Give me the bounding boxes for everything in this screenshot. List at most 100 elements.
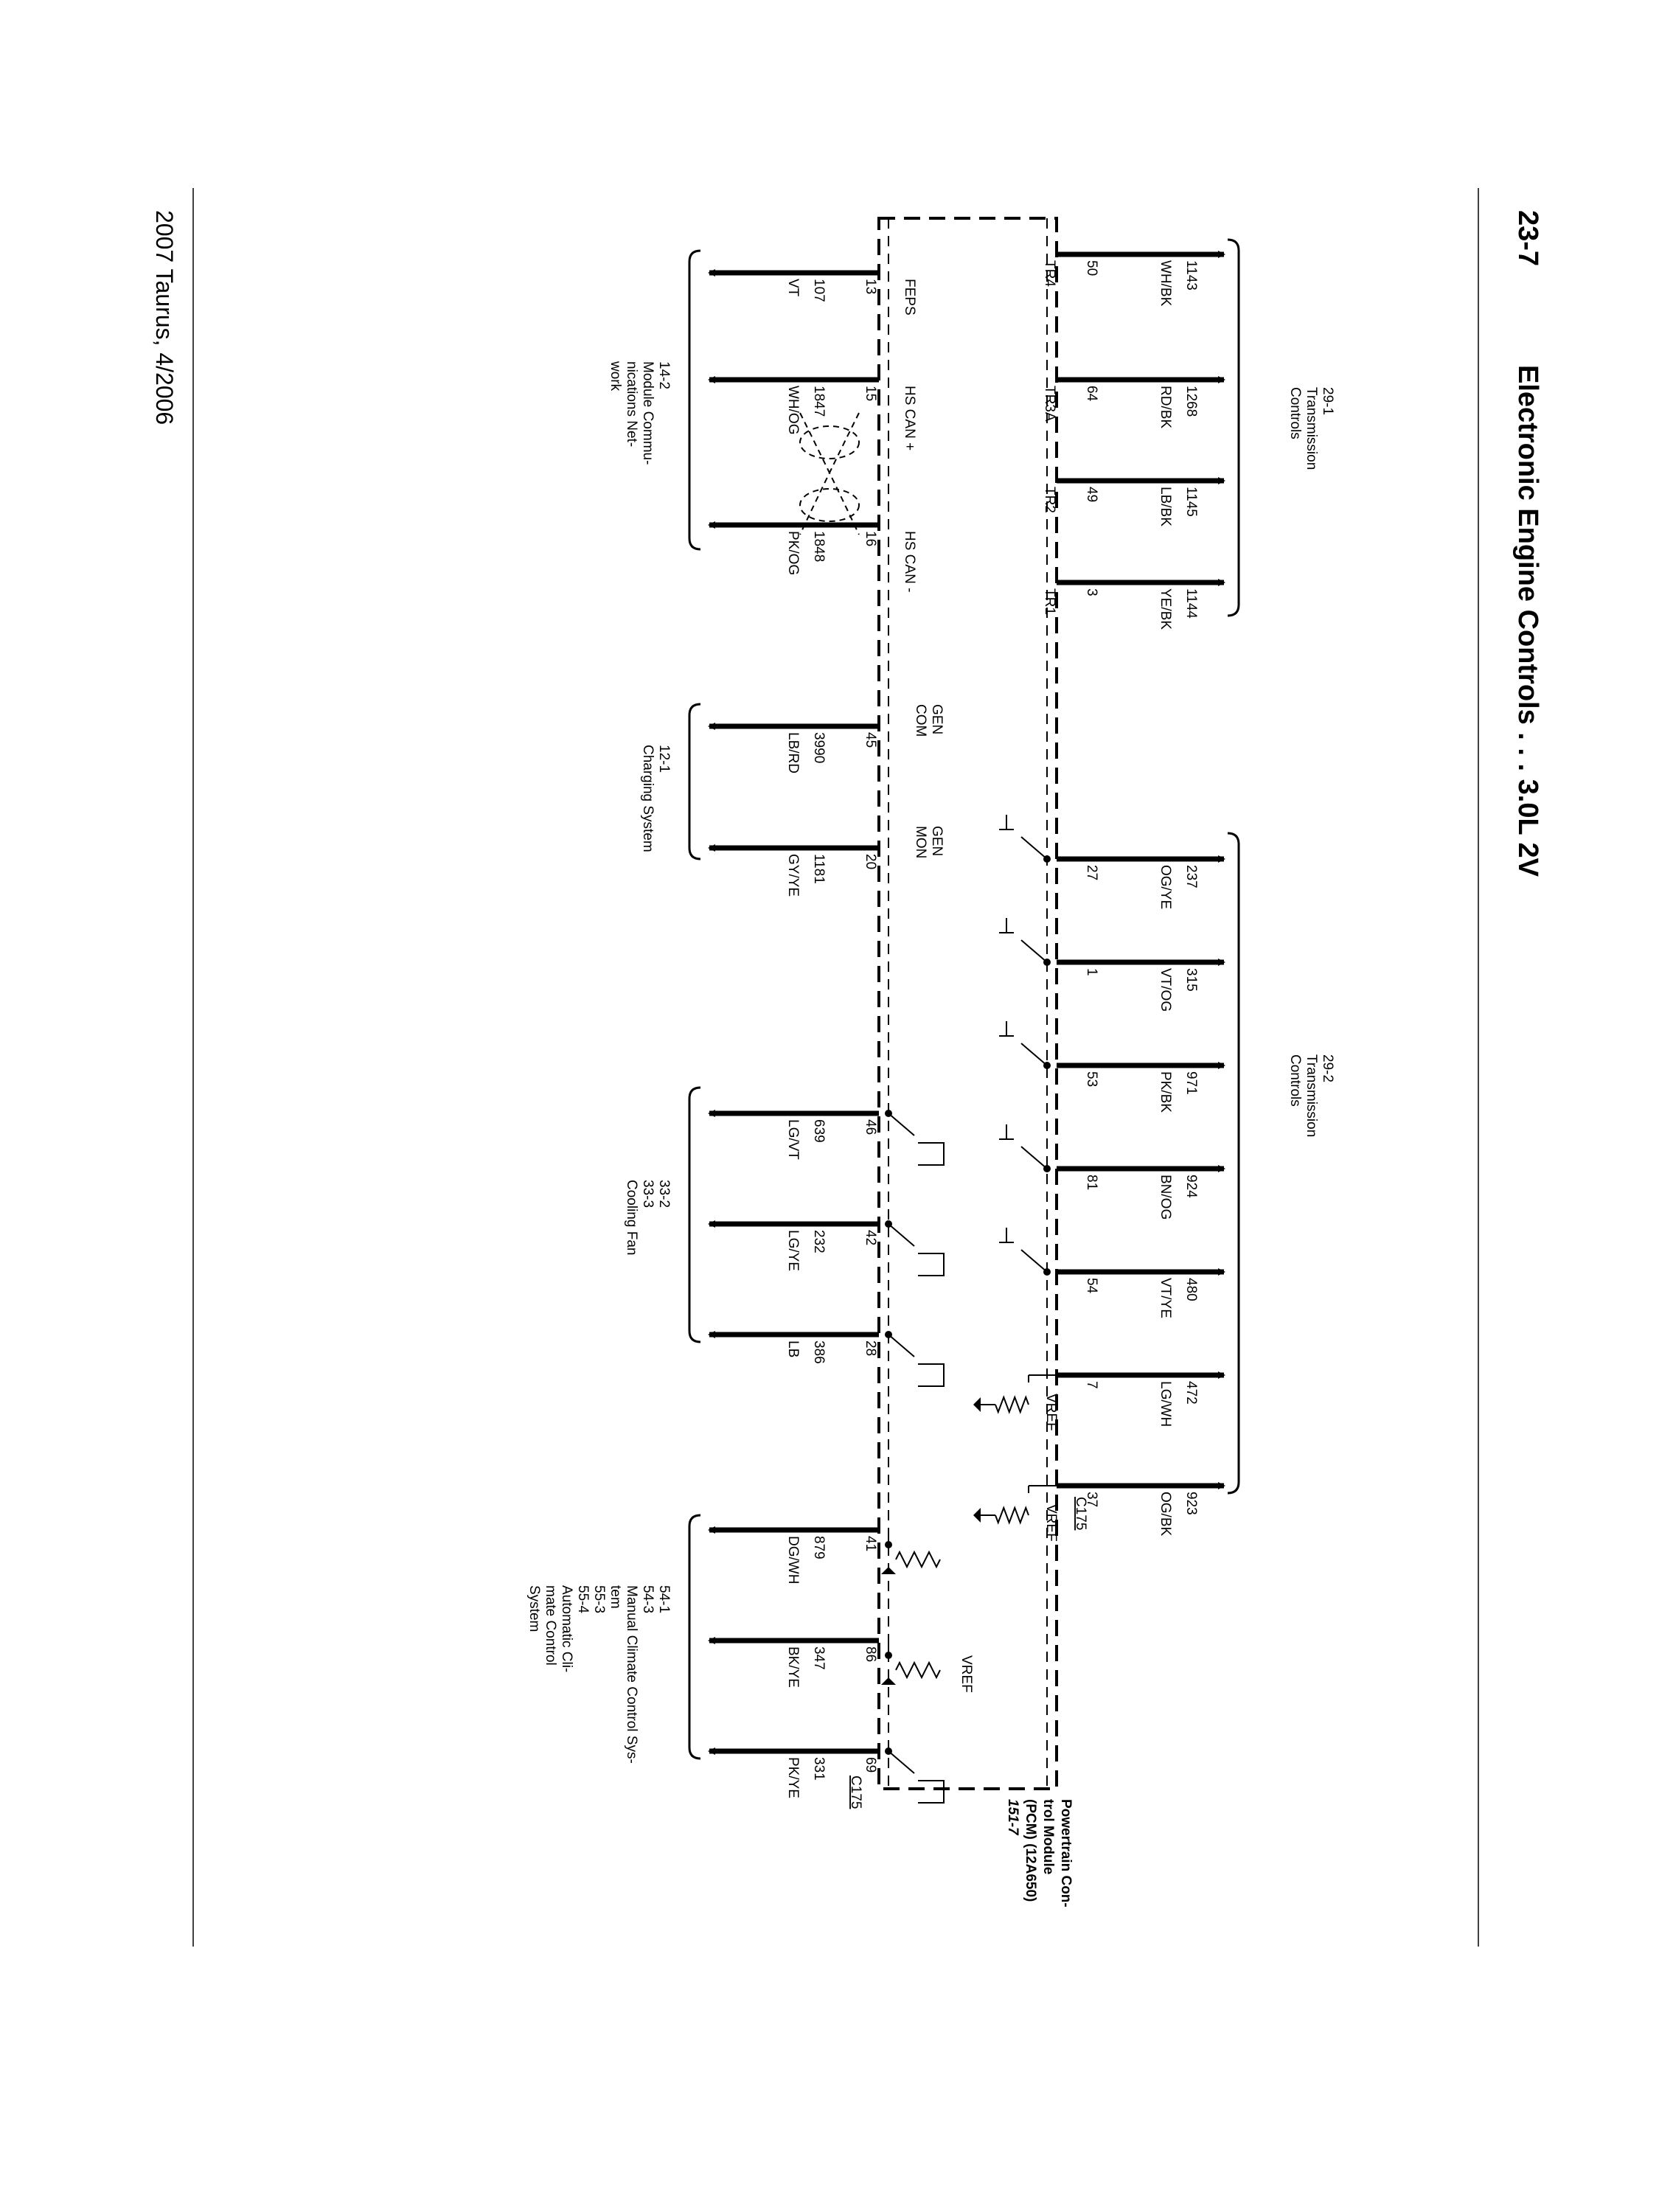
wire-circuit-number: 331 bbox=[811, 1757, 827, 1781]
vref-label: VREF bbox=[959, 1655, 974, 1693]
pin-number: 20 bbox=[863, 854, 878, 869]
pin-signal-label: TR3A bbox=[1042, 386, 1057, 422]
wire-color-code: BN/OG bbox=[1158, 1175, 1173, 1220]
wire-color-code: VT/YE bbox=[1158, 1278, 1173, 1318]
pin-number: 1 bbox=[1084, 968, 1099, 976]
wire-circuit-number: 386 bbox=[811, 1340, 827, 1364]
wire-circuit-number: 1143 bbox=[1183, 260, 1199, 291]
wire-circuit-number: 971 bbox=[1183, 1071, 1199, 1095]
pin-number: 86 bbox=[863, 1646, 878, 1662]
pin-number: 41 bbox=[863, 1536, 878, 1551]
wire-color-code: GY/YE bbox=[785, 854, 801, 897]
pcm-module-box bbox=[877, 217, 1058, 1790]
bottom-group-ref: 54-3 bbox=[640, 1585, 655, 1613]
wire-circuit-number: 923 bbox=[1183, 1492, 1199, 1515]
wire-circuit-number: 1848 bbox=[811, 531, 827, 562]
switch-arm-icon bbox=[1020, 836, 1048, 860]
pin-number: 53 bbox=[1084, 1071, 1099, 1087]
bottom-group-ref: 33-3 bbox=[640, 1180, 655, 1208]
switch-arm-icon bbox=[1020, 1043, 1048, 1066]
wire-color-code: YE/BK bbox=[1158, 588, 1173, 630]
pin-number: 50 bbox=[1084, 260, 1099, 276]
wire-color-code: PK/YE bbox=[785, 1757, 801, 1798]
switch-arm-icon bbox=[1020, 939, 1048, 963]
ground-icon bbox=[973, 1397, 981, 1412]
top-group-ref: Transmission bbox=[1304, 387, 1319, 470]
bottom-group-bracket-1 bbox=[688, 249, 701, 551]
wire-color-code: DG/WH bbox=[785, 1536, 801, 1584]
pin-number: 42 bbox=[863, 1230, 878, 1245]
pin-signal-label: TR1 bbox=[1042, 588, 1057, 615]
pin-number: 46 bbox=[863, 1119, 878, 1135]
top-group-ref: Transmission bbox=[1304, 1054, 1319, 1137]
bottom-group-ref: 33-2 bbox=[656, 1180, 672, 1208]
pin-number: 15 bbox=[863, 386, 878, 401]
pin-signal-label: MON bbox=[913, 826, 928, 858]
pin-number: 37 bbox=[1084, 1492, 1099, 1507]
junction-icon bbox=[885, 1652, 892, 1659]
wire-color-code: VT/OG bbox=[1158, 968, 1173, 1012]
vref-label: VREF bbox=[1043, 1504, 1059, 1542]
bottom-group-ref: mate Control bbox=[543, 1585, 558, 1666]
resistor-icon bbox=[995, 1395, 1029, 1414]
pin-signal-label: GEN bbox=[929, 826, 945, 856]
wire-color-code: BK/YE bbox=[785, 1646, 801, 1688]
top-group-ref: Controls bbox=[1287, 387, 1303, 439]
switch-arm-icon bbox=[888, 1750, 915, 1774]
bottom-group-ref: nications Net- bbox=[624, 361, 639, 447]
wire-color-code: LB/BK bbox=[1158, 487, 1173, 526]
wire-color-code: LG/VT bbox=[785, 1119, 801, 1160]
pin-signal-label: FEPS bbox=[902, 279, 917, 316]
wire-color-code: LG/WH bbox=[1158, 1381, 1173, 1427]
connector-label-top: C175 bbox=[1073, 1497, 1088, 1530]
switch-bracket-icon bbox=[918, 1142, 945, 1166]
wire-circuit-number: 1145 bbox=[1183, 487, 1199, 517]
ground-icon bbox=[881, 1677, 896, 1685]
bottom-group-bracket-2 bbox=[688, 703, 701, 860]
wire-color-code: WH/BK bbox=[1158, 260, 1173, 307]
bottom-group-ref: 14-2 bbox=[656, 361, 672, 389]
wire-color-code: OG/BK bbox=[1158, 1492, 1173, 1537]
wire-color-code: LB bbox=[785, 1340, 801, 1357]
pin-number: 49 bbox=[1084, 487, 1099, 502]
pin-number: 28 bbox=[863, 1340, 878, 1356]
bottom-group-ref: tem bbox=[608, 1585, 623, 1609]
bottom-group-ref: 54-1 bbox=[656, 1585, 672, 1613]
module-name-line: (PCM) (12A650) bbox=[1023, 1799, 1038, 1902]
pin-signal-label: TR2 bbox=[1042, 487, 1057, 513]
resistor-icon bbox=[995, 1506, 1029, 1525]
pin-number: 16 bbox=[863, 531, 878, 546]
wire-circuit-number: 472 bbox=[1183, 1381, 1199, 1405]
ground-icon bbox=[881, 1567, 896, 1574]
switch-arm-icon bbox=[888, 1334, 915, 1357]
page-number: 23-7 bbox=[1512, 210, 1543, 266]
wire-circuit-number: 237 bbox=[1183, 865, 1199, 888]
pin-number: 45 bbox=[863, 732, 878, 748]
module-name-line: 151-7 bbox=[1005, 1799, 1020, 1836]
wire-circuit-number: 1181 bbox=[811, 854, 827, 884]
bottom-group-ref: Module Commu- bbox=[640, 361, 655, 465]
pin-signal-label: HS CAN - bbox=[902, 531, 917, 592]
twisted-pair-icon bbox=[799, 412, 860, 535]
switch-arm-icon bbox=[888, 1223, 915, 1247]
bottom-group-ref: Automatic Cli- bbox=[559, 1585, 574, 1672]
bottom-group-ref: work bbox=[608, 361, 623, 392]
page-title: Electronic Engine Controls . . . 3.0L 2V bbox=[1512, 365, 1543, 877]
wire-circuit-number: 924 bbox=[1183, 1175, 1199, 1198]
pin-number: 27 bbox=[1084, 865, 1099, 880]
pin-signal-label: GEN bbox=[929, 704, 945, 734]
pin-number: 54 bbox=[1084, 1278, 1099, 1294]
top-group-ref: 29-2 bbox=[1320, 1054, 1335, 1082]
wire-circuit-number: 1268 bbox=[1183, 386, 1199, 417]
bottom-group-bracket-3 bbox=[688, 1086, 701, 1343]
switch-bracket-icon bbox=[918, 1253, 945, 1276]
wire-color-code: WH/OG bbox=[785, 386, 801, 435]
wire-color-code: PK/OG bbox=[785, 531, 801, 575]
top-wires: 1143WH/BK50TR41268RD/BK64TR3A1145LB/BK49… bbox=[1042, 251, 1225, 1537]
wire-circuit-number: 480 bbox=[1183, 1278, 1199, 1301]
pin-number: 13 bbox=[863, 279, 878, 294]
switch-bracket-icon bbox=[918, 1780, 945, 1804]
top-group-ref: Controls bbox=[1287, 1054, 1303, 1107]
bottom-group-ref: Manual Climate Control Sys- bbox=[624, 1585, 639, 1764]
